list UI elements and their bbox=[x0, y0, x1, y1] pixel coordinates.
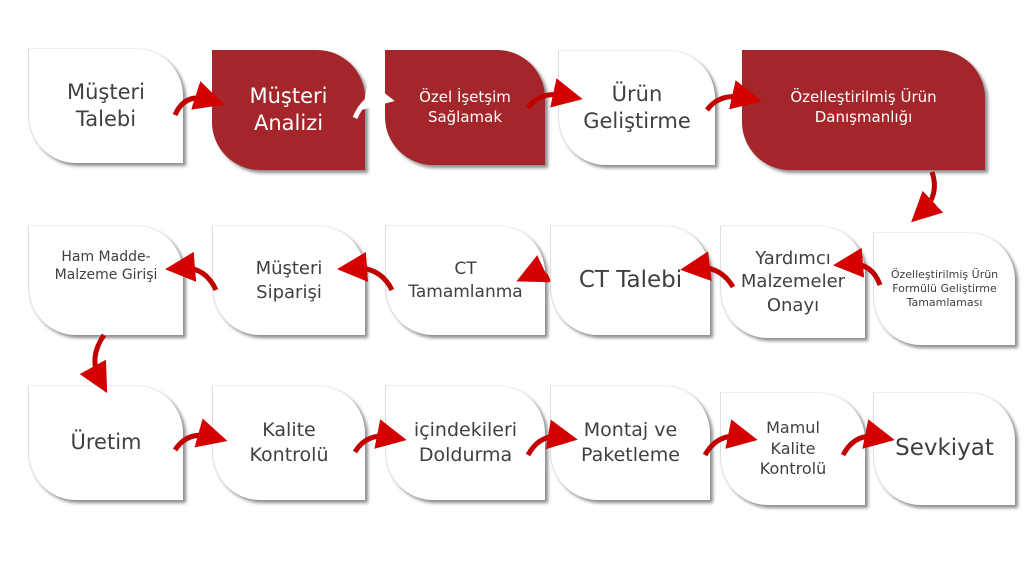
step-urun-gelistirme: Ürün Geliştirme bbox=[558, 50, 715, 165]
step-ham-madde: Ham Madde- Malzeme Girişi bbox=[28, 225, 183, 335]
arrow-10 bbox=[165, 251, 219, 292]
step-label: Özelleştirilmiş Ürün Formülü Geliştirme … bbox=[890, 267, 999, 310]
step-ct-tamamlanma: CT Tamamlanma bbox=[385, 225, 545, 335]
step-label: Kalite Kontrolü bbox=[249, 419, 329, 466]
step-label: Ürün Geliştirme bbox=[583, 81, 691, 133]
step-kalite-kontrolu: Kalite Kontrolü bbox=[212, 385, 365, 500]
step-label: Mamul Kalite Kontrolü bbox=[759, 417, 827, 479]
step-label: Müşteri Talebi bbox=[67, 79, 145, 131]
step-label: Özelleştirilmiş Ürün Danışmanlığı bbox=[790, 88, 937, 126]
step-sevkiyat: Sevkiyat bbox=[873, 392, 1015, 505]
step-urun-danismanligi: Özelleştirilmiş Ürün Danışmanlığı bbox=[742, 50, 985, 170]
step-label: Sevkiyat bbox=[895, 435, 994, 462]
step-formul-gelistirme: Özelleştirilmiş Ürün Formülü Geliştirme … bbox=[873, 232, 1015, 345]
step-yardimci-malzemeler: Yardımcı Malzemeler Onayı bbox=[720, 225, 865, 338]
arrow-5 bbox=[911, 171, 944, 223]
step-label: Montaj ve Paketleme bbox=[581, 419, 680, 466]
step-musteri-talebi: Müşteri Talebi bbox=[28, 48, 183, 163]
step-uretim: Üretim bbox=[28, 385, 183, 500]
step-musteri-analizi: Müşteri Analizi bbox=[212, 50, 365, 170]
step-icindekileri-doldurma: içindekileri Doldurma bbox=[385, 385, 545, 500]
step-label: Özel İşetşim Sağlamak bbox=[419, 88, 511, 126]
step-ozel-iletisim: Özel İşetşim Sağlamak bbox=[385, 50, 545, 165]
step-musteri-siparisi: Müşteri Siparişi bbox=[212, 225, 365, 335]
step-label: CT Talebi bbox=[578, 266, 683, 293]
step-label: CT Tamamlanma bbox=[408, 259, 523, 302]
step-ct-talebi: CT Talebi bbox=[550, 225, 710, 335]
step-label: Müşteri Analizi bbox=[249, 83, 328, 135]
step-label: içindekileri Doldurma bbox=[413, 419, 518, 466]
step-mamul-kalite: Mamul Kalite Kontrolü bbox=[720, 392, 865, 505]
arrow-11 bbox=[79, 333, 108, 394]
step-montaj-paketleme: Montaj ve Paketleme bbox=[550, 385, 710, 500]
step-label: Ham Madde- Malzeme Girişi bbox=[54, 249, 158, 284]
step-label: Yardımcı Malzemeler Onayı bbox=[740, 247, 846, 316]
step-label: Üretim bbox=[70, 430, 142, 455]
step-label: Müşteri Siparişi bbox=[255, 258, 323, 303]
